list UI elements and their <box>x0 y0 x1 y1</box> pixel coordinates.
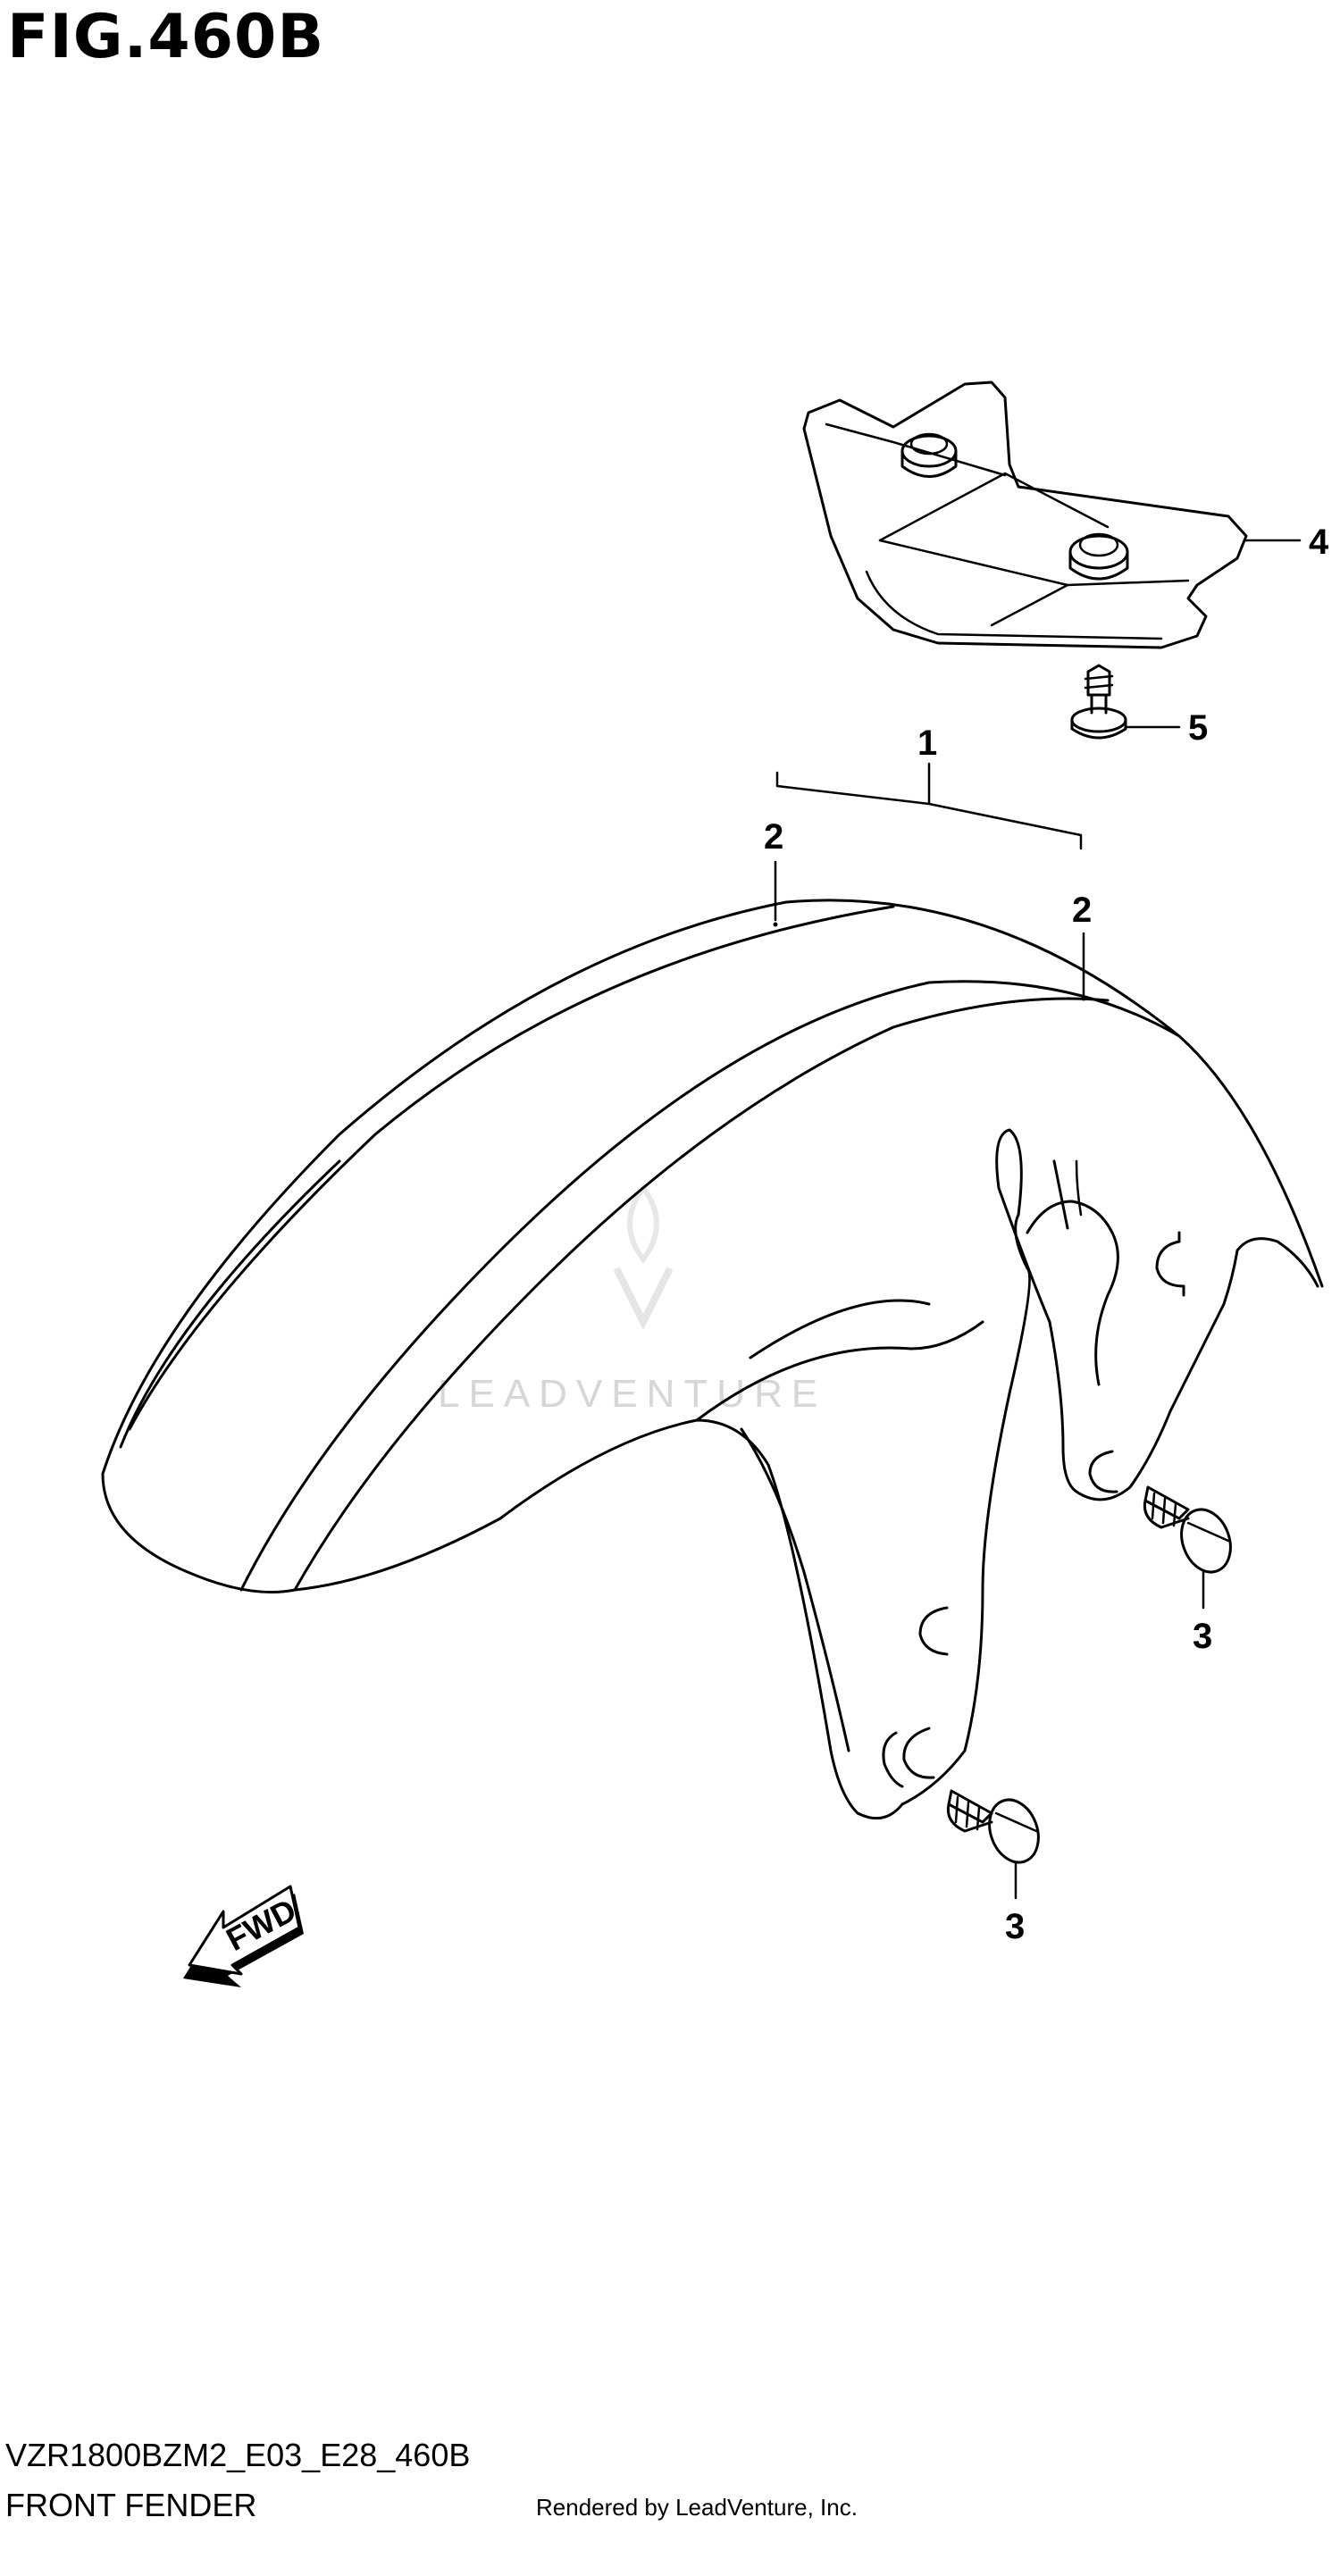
callout-4: 4 <box>1244 523 1329 562</box>
part-5-screw <box>1070 664 1127 740</box>
part-3-bolt-upper <box>1143 1485 1232 1574</box>
credit-text: Rendered by LeadVenture, Inc. <box>536 2494 858 2521</box>
part-4-bracket <box>802 381 1248 649</box>
callout-1: 1 <box>775 723 1083 850</box>
callout-3-upper: 3 <box>1193 1570 1212 1656</box>
svg-text:3: 3 <box>1005 1907 1025 1946</box>
svg-text:3: 3 <box>1193 1617 1212 1656</box>
fwd-arrow-icon: FWD <box>183 1885 304 1987</box>
svg-text:4: 4 <box>1309 523 1329 562</box>
callout-2-right: 2 <box>1072 891 1092 1001</box>
callout-5: 5 <box>1126 708 1208 748</box>
part-3-bolt-lower <box>946 1789 1040 1864</box>
model-code: VZR1800BZM2_E03_E28_460B <box>5 2437 471 2473</box>
callout-2-left: 2 <box>764 817 783 927</box>
figure-title: FIG.460B <box>7 2 325 72</box>
svg-text:1: 1 <box>917 723 937 763</box>
leadventure-logo-icon <box>613 1183 674 1330</box>
callout-3-lower: 3 <box>1005 1861 1025 1946</box>
part-1-front-fender <box>101 899 1324 1820</box>
svg-text:2: 2 <box>764 817 783 857</box>
svg-text:5: 5 <box>1188 708 1208 748</box>
svg-text:2: 2 <box>1072 891 1092 930</box>
watermark-text: LEADVENTURE <box>438 1372 826 1416</box>
section-name: FRONT FENDER <box>5 2487 257 2523</box>
